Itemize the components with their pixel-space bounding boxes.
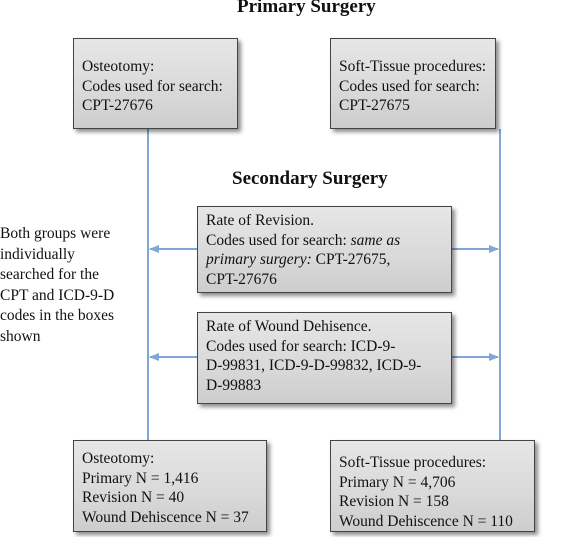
box-line: Codes used for search: same as	[206, 231, 451, 251]
box-line: CPT-27676	[206, 270, 277, 288]
side-note-line: searched for the	[0, 266, 99, 283]
box-line: D-99831, ICD-9-D-99832, ICD-9-	[206, 357, 422, 374]
box-line: D-99883	[206, 376, 262, 394]
code-text: CPT-27675,	[311, 251, 391, 268]
result-soft-tissue-box: Soft-Tissue procedures: Primary N = 4,70…	[330, 440, 535, 532]
box-line: primary surgery: CPT-27675,	[206, 250, 451, 270]
box-line: Soft-Tissue procedures:	[339, 454, 487, 471]
box-line: Revision N = 158	[339, 493, 449, 510]
box-line: Rate of Wound Dehisence.	[206, 318, 372, 335]
result-osteotomy-box: Osteotomy: Primary N = 1,416 Revision N …	[73, 440, 267, 532]
box-line: Wound Dehiscence N = 37	[82, 508, 249, 526]
side-note-line: individually	[0, 245, 75, 263]
primary-soft-tissue-box: Soft-Tissue procedures: Codes used for s…	[330, 38, 496, 129]
codes-prefix: Codes used for search:	[206, 231, 351, 249]
side-note-line: CPT and ICD-9-D	[0, 286, 115, 304]
side-note-line: Both groups were	[0, 225, 111, 242]
box-line: CPT-27676	[82, 97, 153, 114]
box-line: Primary N = 4,706	[339, 473, 456, 491]
box-line: CPT-27675	[339, 97, 410, 114]
side-note-line: shown	[0, 327, 41, 345]
italic-note: same as	[350, 231, 401, 249]
box-line: Codes used for search:	[339, 77, 480, 95]
box-line: Wound Dehiscence N = 110	[339, 512, 513, 530]
secondary-surgery-heading: Secondary Surgery	[232, 168, 388, 189]
box-line: Osteotomy:	[82, 450, 155, 467]
side-note-line: codes in the boxes	[0, 307, 115, 324]
box-line: Soft-Tissue procedures:	[339, 58, 487, 75]
box-line: Rate of Revision.	[206, 212, 315, 229]
primary-surgery-heading: Primary Surgery	[237, 0, 376, 17]
side-note: Both groups were individually searched f…	[0, 224, 150, 347]
wound-dehiscence-box: Rate of Wound Dehisence. Codes used for …	[197, 312, 452, 404]
primary-osteotomy-box: Osteotomy: Codes used for search: CPT-27…	[73, 38, 238, 129]
box-line: Osteotomy:	[82, 58, 155, 75]
box-line: Primary N = 1,416	[82, 469, 199, 487]
box-line: Codes used for search:	[82, 77, 223, 95]
revision-box: Rate of Revision. Codes used for search:…	[197, 206, 452, 293]
box-line: Codes used for search: ICD-9-	[206, 337, 396, 355]
italic-note: primary surgery:	[206, 251, 312, 268]
box-line: Revision N = 40	[82, 489, 185, 506]
